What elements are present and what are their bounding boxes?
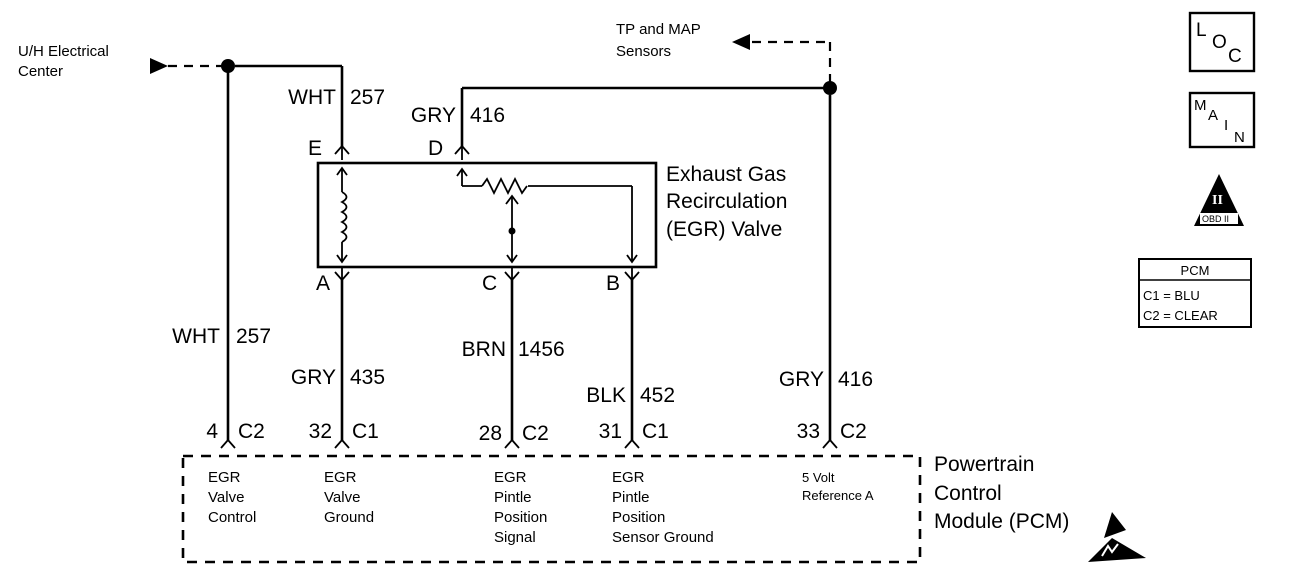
egr-pin-b-connector <box>624 268 640 282</box>
svg-text:N: N <box>1234 129 1245 146</box>
svg-text:O: O <box>1212 32 1227 53</box>
esd-warning-icon <box>1088 512 1146 562</box>
pcm-title-line2: Control <box>934 482 1002 505</box>
pcm-pin-28-connector: C2 <box>522 422 549 445</box>
svg-text:Pintle: Pintle <box>494 489 532 506</box>
wire-label-brn-color: BRN <box>462 338 506 361</box>
loc-icon: L O C <box>1188 11 1256 73</box>
wire-label-gry435-color: GRY <box>291 366 336 389</box>
pcm-pin-32-number: 32 <box>309 420 332 443</box>
svg-text:Signal: Signal <box>494 529 536 546</box>
uh-label-line1: U/H Electrical <box>18 43 109 60</box>
svg-text:Position: Position <box>612 509 665 526</box>
wire-label-gry435-circuit: 435 <box>350 366 385 389</box>
pcm-dashed-box <box>181 454 922 564</box>
svg-text:Reference A: Reference A <box>802 488 874 503</box>
pcm-pin-33-number: 33 <box>797 420 820 443</box>
egr-solenoid-coil-symbol <box>336 166 348 264</box>
svg-text:EGR: EGR <box>612 469 645 486</box>
tp-label-line1: TP and MAP <box>616 21 701 38</box>
pcm-title-line3: Module (PCM) <box>934 510 1069 533</box>
svg-text:PCM: PCM <box>1181 263 1210 278</box>
pcm-pin-4-number: 4 <box>206 420 218 443</box>
svg-text:C1 = BLU: C1 = BLU <box>1143 288 1200 303</box>
pcm-pin-4-connector: C2 <box>238 420 265 443</box>
pcm-pin-31-description: EGR Pintle Position Sensor Ground <box>612 469 714 546</box>
svg-text:C: C <box>1228 46 1242 67</box>
pcm-pin-4-description: EGR Valve Control <box>208 469 256 526</box>
wire-label-gry416-circuit: 416 <box>838 368 873 391</box>
egr-pin-b-label: B <box>606 272 620 295</box>
pcm-pin-31-number: 31 <box>599 420 622 443</box>
pcm-pin-33-description: 5 Volt Reference A <box>802 470 874 503</box>
pcm-connector-legend-table: PCM C1 = BLU C2 = CLEAR <box>1138 258 1252 328</box>
egr-pin-d-connector <box>454 144 470 160</box>
svg-text:EGR: EGR <box>494 469 527 486</box>
wire-label-brn-circuit: 1456 <box>518 338 565 361</box>
wire-label-blk-circuit: 452 <box>640 384 675 407</box>
egr-pintle-position-sensor-symbol <box>456 167 638 264</box>
svg-text:5 Volt: 5 Volt <box>802 470 835 485</box>
egr-pin-e-label: E <box>308 137 322 160</box>
svg-text:Pintle: Pintle <box>612 489 650 506</box>
tp-label-line2: Sensors <box>616 43 671 60</box>
svg-text:I: I <box>1224 117 1228 134</box>
svg-text:OBD II: OBD II <box>1202 214 1229 224</box>
svg-text:EGR: EGR <box>208 469 241 486</box>
pcm-pin-32-description: EGR Valve Ground <box>324 469 374 526</box>
svg-text:Position: Position <box>494 509 547 526</box>
egr-valve-title-line2: Recirculation <box>666 190 787 213</box>
egr-valve-box <box>316 161 658 269</box>
egr-pin-e-connector <box>334 144 350 160</box>
egr-pin-d-label: D <box>428 137 443 160</box>
svg-text:Sensor Ground: Sensor Ground <box>612 529 714 546</box>
wire-label-top-gry-circuit: 416 <box>470 104 505 127</box>
svg-text:A: A <box>1208 107 1218 124</box>
wire-label-top-wht-circuit: 257 <box>350 86 385 109</box>
pcm-pin-28-description: EGR Pintle Position Signal <box>494 469 547 546</box>
wire-label-top-gry-color: GRY <box>411 104 456 127</box>
svg-text:Valve: Valve <box>208 489 244 506</box>
wire-label-gry416-color: GRY <box>779 368 824 391</box>
wire-label-wht-color: WHT <box>172 325 220 348</box>
main-icon: M A I N <box>1188 91 1256 149</box>
pcm-pin-31-connector: C1 <box>642 420 669 443</box>
egr-valve-title-line1: Exhaust Gas <box>666 163 786 186</box>
pcm-pin-32-connector: C1 <box>352 420 379 443</box>
wire-label-blk-color: BLK <box>586 384 626 407</box>
tp-map-feed-line <box>732 34 837 95</box>
svg-text:EGR: EGR <box>324 469 357 486</box>
pcm-pin-33-connector: C2 <box>840 420 867 443</box>
svg-text:Ground: Ground <box>324 509 374 526</box>
pcm-title-line1: Powertrain <box>934 453 1034 476</box>
svg-text:II: II <box>1212 193 1223 208</box>
wire-label-top-wht-color: WHT <box>288 86 336 109</box>
obd-ii-icon: II OBD II <box>1194 174 1244 226</box>
egr-pin-a-label: A <box>316 272 330 295</box>
wire-label-wht-circuit: 257 <box>236 325 271 348</box>
egr-valve-title-line3: (EGR) Valve <box>666 218 782 241</box>
uh-label-line2: Center <box>18 63 63 80</box>
egr-pin-a-connector <box>334 268 350 282</box>
pcm-pin-28-number: 28 <box>479 422 502 445</box>
svg-text:C2 = CLEAR: C2 = CLEAR <box>1143 308 1218 323</box>
svg-text:Control: Control <box>208 509 256 526</box>
egr-pin-c-connector <box>504 268 520 282</box>
pcm-connector-marks <box>220 438 838 449</box>
egr-pin-c-label: C <box>482 272 497 295</box>
svg-text:M: M <box>1194 97 1207 114</box>
svg-text:Valve: Valve <box>324 489 360 506</box>
uh-feed-line <box>150 58 342 74</box>
svg-text:L: L <box>1196 20 1207 41</box>
